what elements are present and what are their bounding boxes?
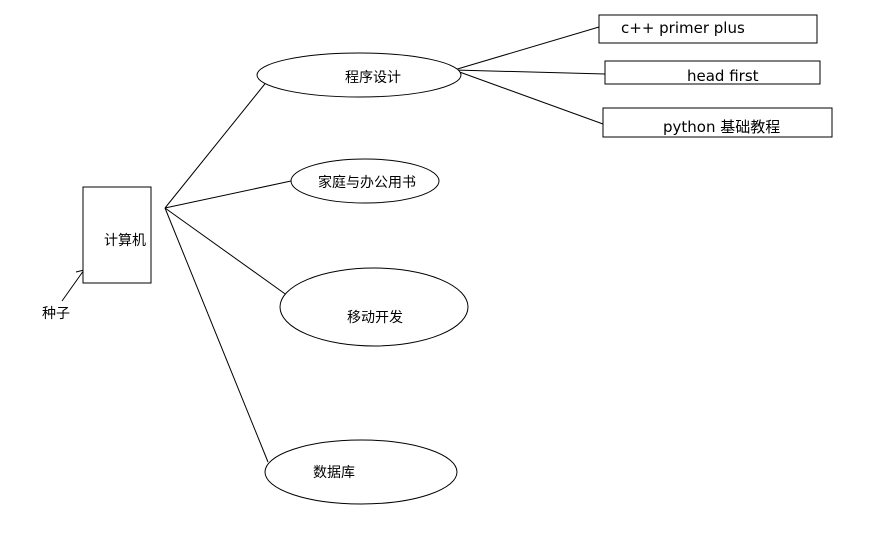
book-label: python 基础教程 — [663, 118, 780, 136]
edge-programming-headfirst — [453, 69, 606, 75]
category-ellipse — [290, 158, 440, 204]
book-cpp-primer-plus[interactable]: c++ primer plus — [598, 14, 818, 44]
category-label: 家庭与办公用书 — [318, 174, 416, 191]
category-label: 数据库 — [313, 465, 355, 481]
category-database[interactable]: 数据库 — [264, 439, 458, 505]
category-label: 移动开发 — [347, 310, 403, 326]
category-programming[interactable]: 程序设计 — [256, 52, 462, 98]
category-ellipse — [264, 439, 458, 505]
category-ellipse — [256, 52, 462, 98]
category-ellipse — [279, 267, 469, 347]
book-box — [602, 107, 833, 138]
book-head-first[interactable]: head first — [604, 60, 821, 85]
category-home-office[interactable]: 家庭与办公用书 — [290, 158, 440, 204]
book-label: c++ primer plus — [621, 19, 745, 37]
edge-programming-python — [453, 69, 604, 125]
category-mobile[interactable]: 移动开发 — [279, 267, 469, 347]
category-label: 程序设计 — [345, 70, 401, 86]
book-box — [598, 14, 818, 44]
edge-root-home-office — [164, 180, 292, 209]
edge-root-database — [164, 207, 269, 463]
seed-arrow-shaft — [61, 269, 85, 302]
seed-label: 种子 — [42, 306, 70, 322]
root-box — [82, 186, 152, 284]
root-node[interactable]: 计算机 — [82, 186, 152, 284]
book-python-basics[interactable]: python 基础教程 — [602, 107, 833, 138]
book-label: head first — [687, 67, 759, 85]
book-box — [604, 60, 821, 85]
edge-root-programming — [164, 79, 269, 209]
edge-root-mobile — [164, 207, 289, 297]
root-label: 计算机 — [104, 233, 146, 249]
connectors — [61, 26, 606, 463]
edge-programming-cpp — [453, 26, 600, 71]
